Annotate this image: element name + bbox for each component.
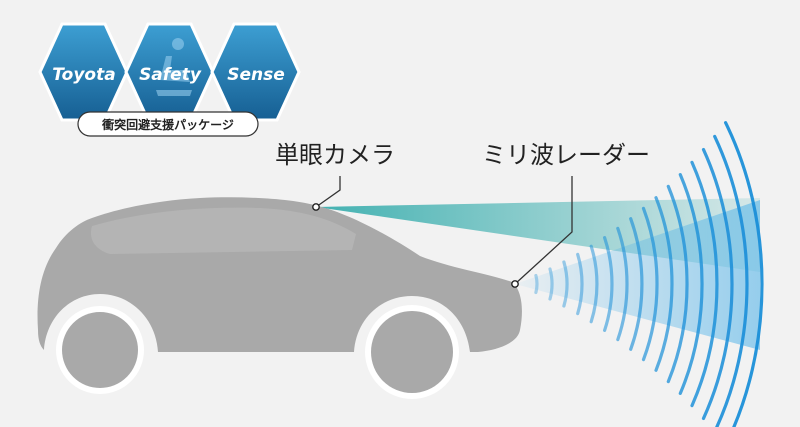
radar-wave-arc: [603, 236, 614, 332]
radar-label: ミリ波レーダー: [482, 141, 650, 169]
camera-label: 単眼カメラ: [275, 141, 395, 169]
radar-wave-arc: [724, 121, 764, 427]
radar-wave-arc: [666, 184, 689, 384]
sensor-dot-icon: [312, 203, 320, 211]
radar-wave-arc: [713, 134, 749, 427]
sensor-dot-icon: [511, 280, 519, 288]
radar-wave-arc: [616, 226, 629, 342]
logo-hex-safety: [124, 22, 215, 122]
logo-subtitle: 衝突回避支援パッケージ: [101, 117, 234, 132]
radar-leader-line: [514, 176, 573, 285]
logo-hex-sense: [210, 22, 301, 122]
radar-wave-arc: [562, 260, 569, 308]
logo-subtitle-badge: 衝突回避支援パッケージ: [77, 111, 259, 137]
logo-word-toyota: Toyota: [52, 65, 115, 85]
radar-wave-arc: [589, 244, 599, 324]
radar-wave-arc: [654, 196, 674, 372]
driver-seat-icon: [156, 38, 192, 96]
toyota-safety-sense-logo: Toyota Safety Sense 衝突回避支援パッケージ: [38, 22, 301, 137]
radar-wave-arc: [690, 160, 719, 408]
radar-wave-arc: [534, 273, 539, 295]
radar-wave-arc: [548, 267, 554, 301]
radar-wave-arc: [641, 206, 659, 362]
front-wheel: [358, 298, 466, 406]
logo-word-sense: Sense: [227, 65, 285, 85]
logo-word-safety: Safety: [139, 65, 202, 85]
radar-wave-arc: [678, 173, 704, 395]
car-silhouette: [37, 197, 522, 406]
camera-leader-line: [315, 176, 341, 208]
car-window: [90, 207, 356, 254]
radar-waves: [534, 121, 764, 427]
radar-wave-arc: [576, 252, 584, 316]
radar-wave-arc: [629, 217, 644, 351]
radar-wave-arc: [701, 148, 734, 420]
rear-wheel: [50, 300, 150, 400]
